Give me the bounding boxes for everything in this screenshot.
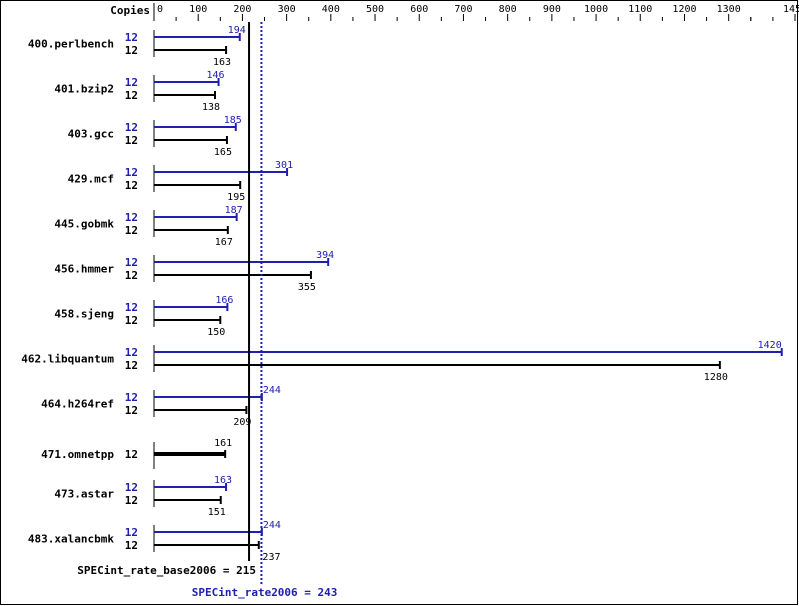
benchmark-name: 462.libquantum bbox=[21, 353, 114, 366]
base-value: 237 bbox=[262, 552, 280, 563]
benchmark-row: 456.hmmer 12 394 12 355 bbox=[54, 250, 334, 293]
tick-label: 700 bbox=[454, 4, 472, 15]
peak-copies: 12 bbox=[125, 301, 138, 314]
benchmark-name: 458.sjeng bbox=[54, 308, 114, 321]
peak-value: 166 bbox=[215, 295, 233, 306]
peak-value: 244 bbox=[263, 520, 281, 531]
peak-value: 244 bbox=[263, 385, 281, 396]
peak-copies: 12 bbox=[125, 256, 138, 269]
peak-copies: 12 bbox=[125, 391, 138, 404]
base-value: 165 bbox=[214, 147, 232, 158]
base-value: 150 bbox=[207, 327, 225, 338]
tick-label: 1300 bbox=[717, 4, 741, 15]
base-copies: 12 bbox=[125, 404, 138, 417]
tick-label: 1100 bbox=[628, 4, 652, 15]
tick-label: 0 bbox=[157, 4, 163, 15]
base-value: 138 bbox=[202, 102, 220, 113]
benchmark-name: 473.astar bbox=[54, 488, 114, 501]
base-value: 151 bbox=[208, 507, 226, 518]
peak-value: 185 bbox=[224, 115, 242, 126]
tick-label: 400 bbox=[322, 4, 340, 15]
base-copies: 12 bbox=[125, 134, 138, 147]
benchmark-row: 473.astar 12 163 12 151 bbox=[54, 475, 232, 518]
copies-header: Copies bbox=[110, 4, 150, 17]
benchmark-name: 400.perlbench bbox=[28, 38, 114, 51]
benchmark-row: 400.perlbench 12 194 12 163 bbox=[28, 25, 246, 68]
peak-value: 1420 bbox=[758, 340, 782, 351]
peak-value: 194 bbox=[228, 25, 246, 36]
peak-value: 394 bbox=[316, 250, 334, 261]
base-copies: 12 bbox=[125, 179, 138, 192]
base-value: 209 bbox=[233, 417, 251, 428]
tick-label: 500 bbox=[366, 4, 384, 15]
benchmark-row: 403.gcc 12 185 12 165 bbox=[68, 115, 242, 158]
tick-label: 200 bbox=[233, 4, 251, 15]
tick-label: 1450 bbox=[783, 4, 799, 15]
base-copies: 12 bbox=[125, 89, 138, 102]
base-copies: 12 bbox=[125, 224, 138, 237]
benchmark-name: 429.mcf bbox=[68, 173, 114, 186]
tick-label: 800 bbox=[499, 4, 517, 15]
peak-copies: 12 bbox=[125, 166, 138, 179]
base-value: 1280 bbox=[704, 372, 728, 383]
peak-copies: 12 bbox=[125, 346, 138, 359]
base-value: 167 bbox=[215, 237, 233, 248]
benchmark-row: 458.sjeng 12 166 12 150 bbox=[54, 295, 233, 338]
peak-copies: 12 bbox=[125, 526, 138, 539]
base-value: 163 bbox=[213, 57, 231, 68]
base-value: 161 bbox=[214, 438, 232, 449]
base-copies: 12 bbox=[125, 494, 138, 507]
base-value: 195 bbox=[227, 192, 245, 203]
peak-value: 301 bbox=[275, 160, 293, 171]
base-copies: 12 bbox=[125, 448, 138, 461]
benchmark-row: 471.omnetpp 12 161 bbox=[41, 438, 232, 469]
benchmark-name: 483.xalancbmk bbox=[28, 533, 114, 546]
tick-label: 100 bbox=[189, 4, 207, 15]
benchmark-row: 401.bzip2 12 146 12 138 bbox=[54, 70, 224, 113]
base-copies: 12 bbox=[125, 314, 138, 327]
tick-label: 900 bbox=[543, 4, 561, 15]
peak-copies: 12 bbox=[125, 31, 138, 44]
peak-copies: 12 bbox=[125, 121, 138, 134]
peak-copies: 12 bbox=[125, 481, 138, 494]
benchmark-name: 471.omnetpp bbox=[41, 448, 114, 461]
benchmark-row: 429.mcf 12 301 12 195 bbox=[68, 160, 293, 203]
tick-label: 600 bbox=[410, 4, 428, 15]
peak-summary-label: SPECint_rate2006 = 243 bbox=[192, 586, 338, 599]
peak-value: 163 bbox=[214, 475, 232, 486]
benchmark-name: 401.bzip2 bbox=[54, 83, 114, 96]
benchmark-name: 456.hmmer bbox=[54, 263, 114, 276]
benchmark-row: 483.xalancbmk 12 244 12 237 bbox=[28, 520, 281, 563]
base-copies: 12 bbox=[125, 44, 138, 57]
benchmark-name: 445.gobmk bbox=[54, 218, 114, 231]
benchmark-name: 403.gcc bbox=[68, 128, 114, 141]
peak-copies: 12 bbox=[125, 211, 138, 224]
base-copies: 12 bbox=[125, 269, 138, 282]
peak-value: 187 bbox=[225, 205, 243, 216]
peak-copies: 12 bbox=[125, 76, 138, 89]
tick-label: 300 bbox=[278, 4, 296, 15]
tick-label: 1200 bbox=[672, 4, 696, 15]
benchmark-row: 445.gobmk 12 187 12 167 bbox=[54, 205, 242, 248]
base-value: 355 bbox=[298, 282, 316, 293]
base-copies: 12 bbox=[125, 539, 138, 552]
base-summary-label: SPECint_rate_base2006 = 215 bbox=[77, 564, 256, 577]
benchmark-name: 464.h264ref bbox=[41, 398, 114, 411]
peak-value: 146 bbox=[207, 70, 225, 81]
tick-label: 1000 bbox=[584, 4, 608, 15]
benchmark-row: 464.h264ref 12 244 12 209 bbox=[41, 385, 281, 428]
base-copies: 12 bbox=[125, 359, 138, 372]
